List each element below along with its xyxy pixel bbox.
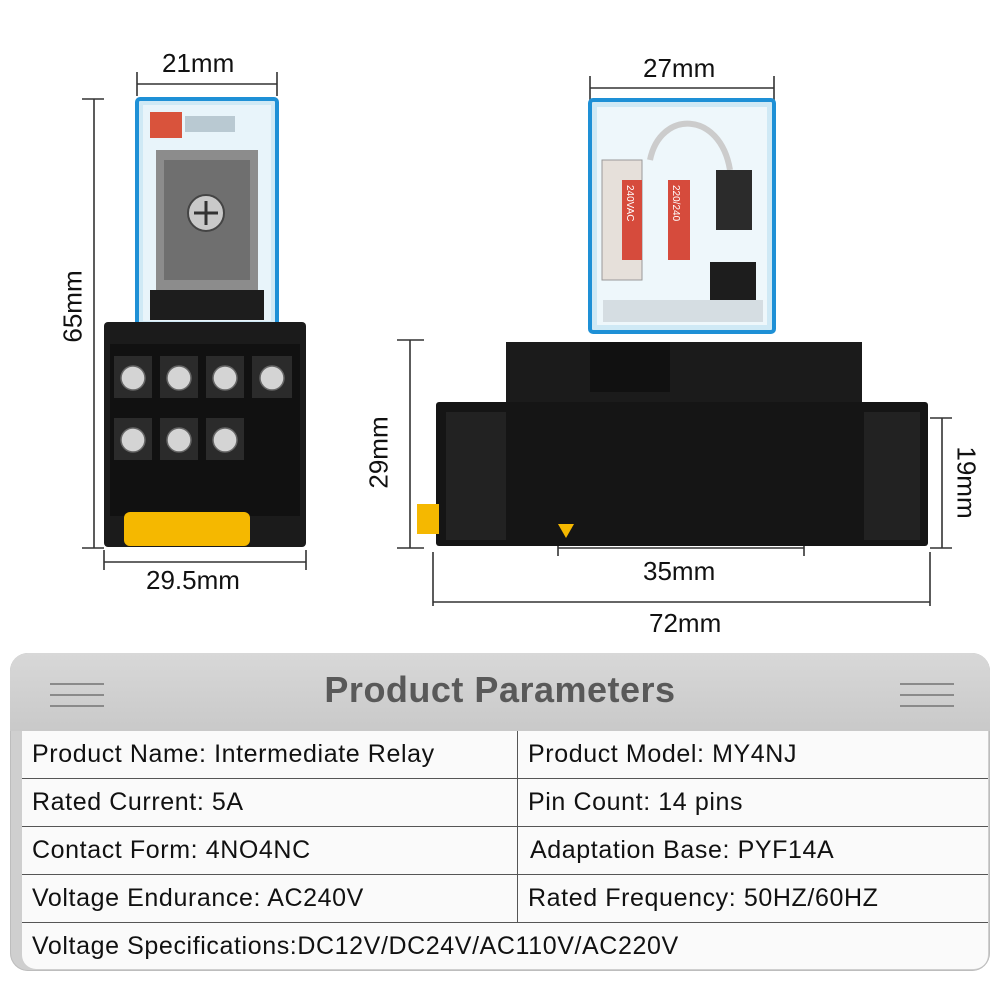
front-dimension-lines [82, 72, 307, 570]
dim-relay-depth: 27mm [643, 53, 716, 83]
param-product-model: Product Model: MY4NJ [528, 740, 798, 768]
terminal-screw-icon [166, 427, 192, 453]
dim-relay-height: 65mm [57, 270, 88, 343]
terminal-screw-icon [259, 365, 285, 391]
terminal-screw-icon [120, 427, 146, 453]
table-row: Contact Form: 4NO4NC Adaptation Base: PY… [22, 827, 988, 875]
terminal-screw-icon [120, 365, 146, 391]
panel-header: Product Parameters [10, 653, 990, 731]
terminal-screw-icon [212, 365, 238, 391]
clip-icon [124, 512, 250, 546]
param-rated-current: Rated Current: 5A [32, 788, 244, 816]
table-row: Rated Current: 5A Pin Count: 14 pins [22, 779, 988, 827]
menu-lines-icon [900, 683, 954, 707]
side-dimension-lines [397, 76, 952, 606]
table-row: Voltage Specifications:DC12V/DC24V/AC110… [22, 923, 988, 969]
parameters-table: Product Name: Intermediate Relay Product… [22, 731, 988, 969]
coil-label: 220/240 [670, 185, 681, 222]
menu-lines-icon [50, 683, 104, 707]
clip-icon [417, 504, 439, 534]
param-pin-count: Pin Count: 14 pins [528, 788, 744, 816]
dim-base-side-height: 19mm [951, 446, 982, 519]
panel-title: Product Parameters [324, 669, 676, 710]
front-relay [135, 97, 279, 329]
table-row: Voltage Endurance: AC240V Rated Frequenc… [22, 875, 988, 923]
table-row: Product Name: Intermediate Relay Product… [22, 731, 988, 779]
dim-base-width: 29.5mm [146, 565, 240, 595]
led-icon [150, 112, 182, 138]
terminal-screw-icon [166, 365, 192, 391]
dim-base-height: 29mm [363, 416, 394, 489]
product-parameters-panel: Product Parameters Product Name: Interme… [10, 653, 990, 971]
side-relay: 240VAC 220/240 [588, 98, 776, 334]
terminal-screw-icon [212, 427, 238, 453]
relay-drawings: 240VAC 220/240 [82, 72, 952, 606]
front-base [104, 322, 306, 547]
side-base [417, 342, 928, 546]
param-rated-frequency: Rated Frequency: 50HZ/60HZ [528, 884, 879, 912]
param-adaptation-base: Adaptation Base: PYF14A [530, 836, 835, 864]
coil-label: 240VAC [624, 185, 635, 222]
param-voltage-endurance: Voltage Endurance: AC240V [32, 884, 364, 912]
param-voltage-specifications: Voltage Specifications:DC12V/DC24V/AC110… [32, 932, 679, 960]
param-product-name: Product Name: Intermediate Relay [32, 740, 435, 768]
param-contact-form: Contact Form: 4NO4NC [32, 836, 311, 864]
dim-relay-width: 21mm [162, 48, 235, 78]
dim-rail-width: 35mm [643, 556, 716, 586]
dim-base-length: 72mm [649, 608, 722, 638]
